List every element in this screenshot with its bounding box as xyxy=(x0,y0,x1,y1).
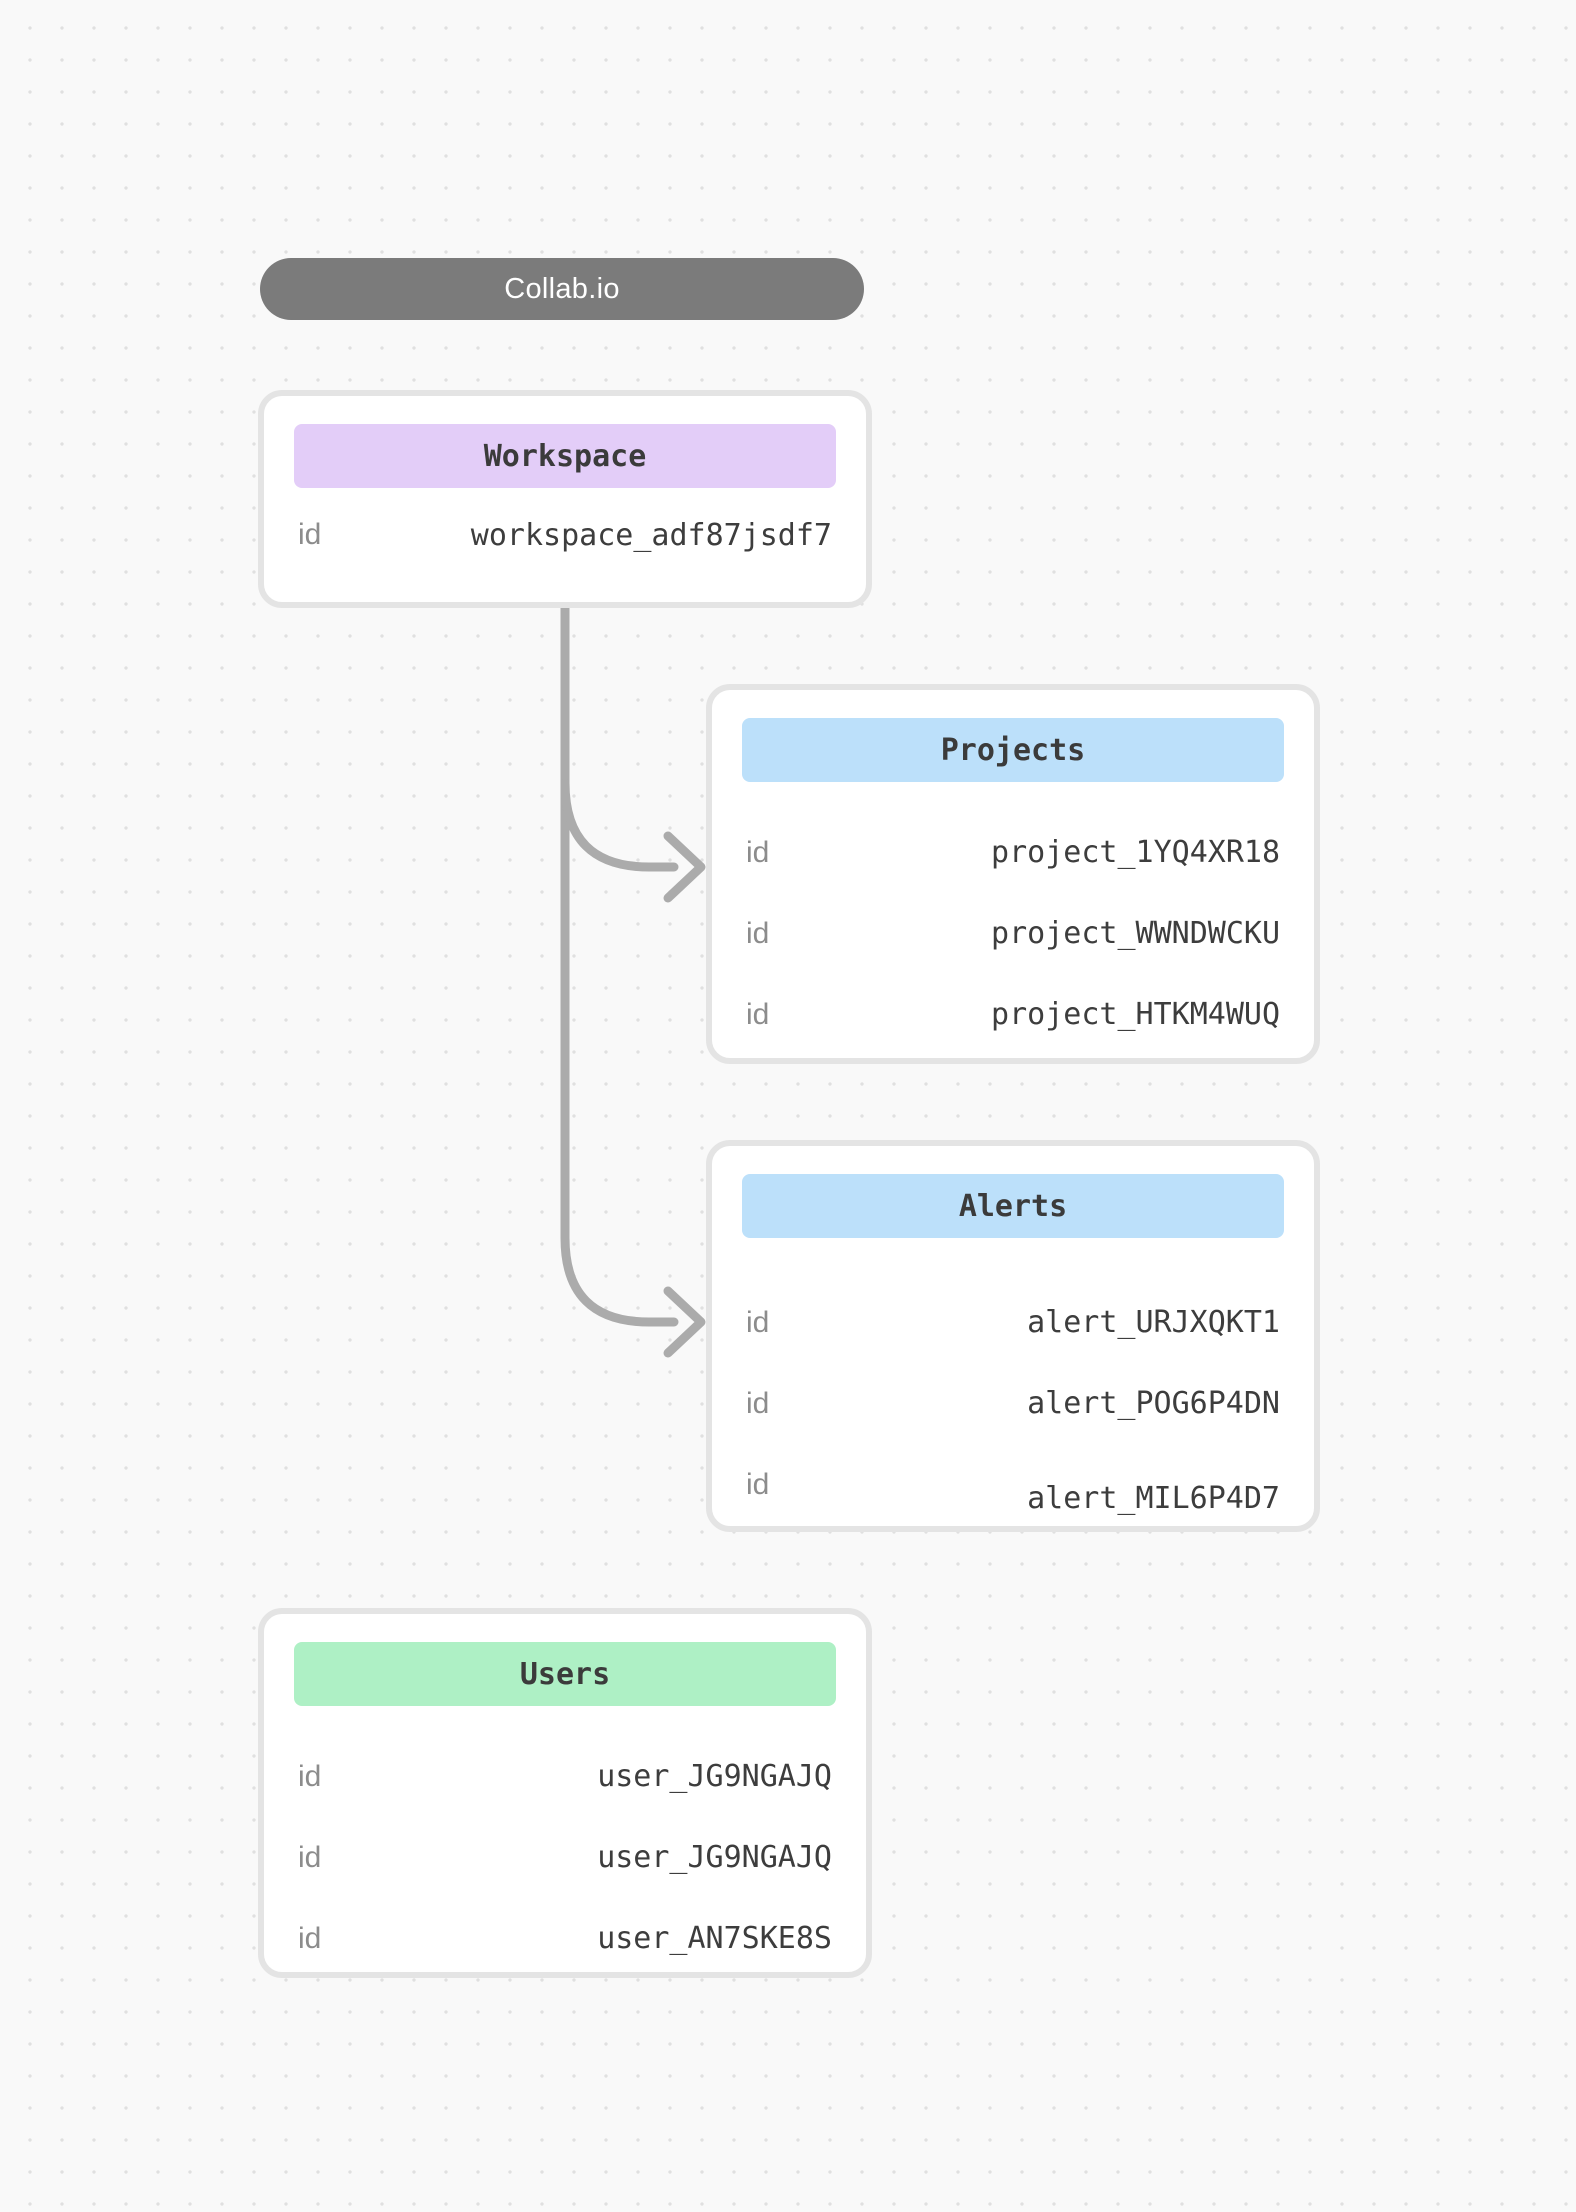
arrowhead-projects-icon xyxy=(663,831,706,903)
field-value: alert_POG6P4DN xyxy=(1027,1386,1280,1421)
field-rows: id alert_URJXQKT1 id alert_POG6P4DN id a… xyxy=(712,1282,1314,1525)
field-row: id user_AN7SKE8S xyxy=(264,1898,866,1979)
field-label: id xyxy=(298,1840,322,1874)
field-rows: id user_JG9NGAJQ id user_JG9NGAJQ id use… xyxy=(264,1736,866,1979)
card-header-projects: Projects xyxy=(742,718,1284,782)
field-label: id xyxy=(746,1467,770,1501)
field-row: id project_WWNDWCKU xyxy=(712,893,1314,974)
field-row: id user_JG9NGAJQ xyxy=(264,1817,866,1898)
field-label: id xyxy=(298,518,322,551)
entity-card-alerts[interactable]: Alerts id alert_URJXQKT1 id alert_POG6P4… xyxy=(706,1140,1320,1532)
card-header-users: Users xyxy=(294,1642,836,1706)
field-label: id xyxy=(746,1386,770,1420)
entity-card-projects[interactable]: Projects id project_1YQ4XR18 id project_… xyxy=(706,684,1320,1064)
field-label: id xyxy=(298,1759,322,1793)
field-label: id xyxy=(746,1305,770,1339)
field-value: project_WWNDWCKU xyxy=(991,916,1280,951)
field-value: user_AN7SKE8S xyxy=(597,1921,832,1956)
field-label: id xyxy=(298,1921,322,1955)
field-row: id alert_POG6P4DN xyxy=(712,1363,1314,1444)
field-row: id alert_MIL6P4D7 xyxy=(712,1444,1314,1525)
field-value: project_HTKM4WUQ xyxy=(991,997,1280,1032)
field-value: project_1YQ4XR18 xyxy=(991,835,1280,870)
card-title: Workspace xyxy=(483,438,647,474)
field-row: id project_HTKM4WUQ xyxy=(712,974,1314,1055)
field-row: id alert_URJXQKT1 xyxy=(712,1282,1314,1363)
app-title-pill[interactable]: Collab.io xyxy=(260,258,864,320)
entity-card-users[interactable]: Users id user_JG9NGAJQ id user_JG9NGAJQ … xyxy=(258,1608,872,1978)
card-title: Alerts xyxy=(958,1188,1068,1224)
connector-workspace-alerts xyxy=(560,603,679,1327)
connector-workspace-projects xyxy=(560,778,679,872)
field-label: id xyxy=(746,997,770,1031)
card-title: Users xyxy=(519,1656,611,1692)
field-value: workspace_adf87jsdf7 xyxy=(470,517,832,553)
field-value: alert_URJXQKT1 xyxy=(1027,1305,1280,1340)
field-row: id project_1YQ4XR18 xyxy=(712,812,1314,893)
arrowhead-alerts-icon xyxy=(663,1286,706,1358)
field-value: user_JG9NGAJQ xyxy=(597,1840,832,1875)
card-title: Projects xyxy=(940,732,1086,768)
app-title: Collab.io xyxy=(504,272,620,305)
card-header-workspace: Workspace xyxy=(294,424,836,488)
field-value: user_JG9NGAJQ xyxy=(597,1759,832,1794)
field-rows: id project_1YQ4XR18 id project_WWNDWCKU … xyxy=(712,812,1314,1055)
field-row: id user_JG9NGAJQ xyxy=(264,1736,866,1817)
field-row: id workspace_adf87jsdf7 xyxy=(264,502,866,568)
entity-card-workspace[interactable]: Workspace id workspace_adf87jsdf7 xyxy=(258,390,872,608)
field-label: id xyxy=(746,835,770,869)
field-label: id xyxy=(746,916,770,950)
field-value: alert_MIL6P4D7 xyxy=(1027,1481,1280,1516)
field-rows: id workspace_adf87jsdf7 xyxy=(264,502,866,568)
card-header-alerts: Alerts xyxy=(742,1174,1284,1238)
